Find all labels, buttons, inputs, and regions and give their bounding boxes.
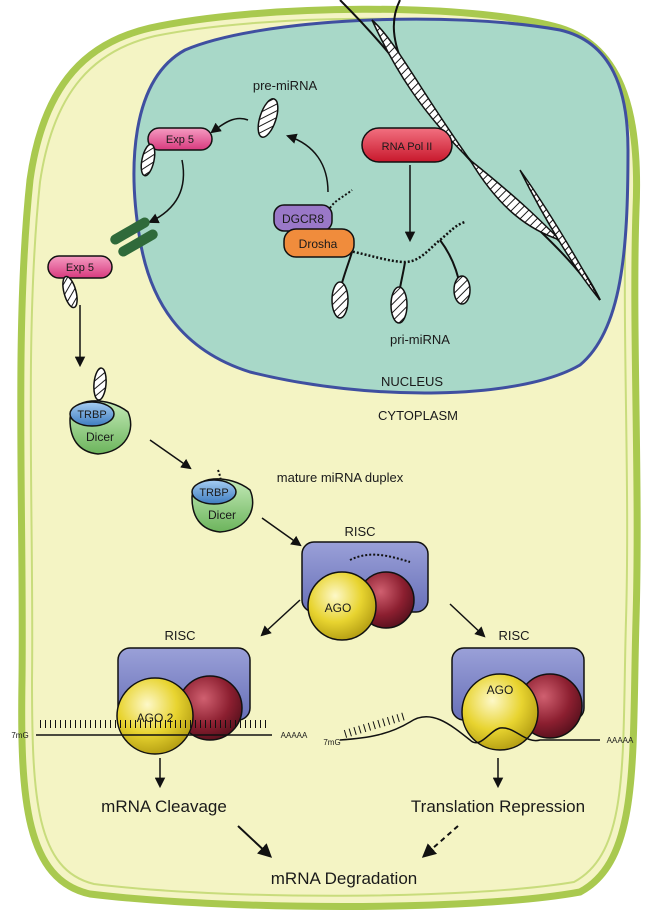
- dicer-complex-1: TRBP Dicer: [69, 367, 132, 455]
- nuclear-pore: [110, 217, 158, 257]
- risc-top-label: RISC: [344, 524, 375, 539]
- dicer-label-2: Dicer: [208, 508, 236, 522]
- mrna-strand-right: [339, 712, 600, 744]
- risc-complex-right: AGO: [451, 647, 585, 751]
- dna-helix: [339, 0, 601, 301]
- arrow-cleavage-to-degradation: [237, 825, 273, 858]
- ago-top-label: AGO: [325, 601, 352, 615]
- dicer-complex-2: TRBP Dicer: [191, 469, 254, 533]
- pre-mirna-nuclear: [257, 98, 279, 138]
- risc-complex-top: AGO: [301, 541, 429, 641]
- pre-mirna-label: pre-miRNA: [253, 78, 318, 93]
- pri-mirna-transcript: [331, 220, 471, 324]
- cytoplasm-label: CYTOPLASM: [378, 408, 458, 423]
- cleavage-label: mRNA Cleavage: [101, 797, 227, 816]
- drosha-label: Drosha: [299, 237, 338, 251]
- trbp-label-2: TRBP: [199, 487, 228, 499]
- ago-right-label: AGO: [487, 683, 514, 697]
- arrow-repression-to-degradation: [421, 825, 459, 858]
- dgcr8-label: DGCR8: [282, 212, 324, 226]
- cap-left-label: 7mG: [11, 731, 28, 740]
- arrow-risc-to-right: [449, 603, 486, 638]
- rna-pol-ii-label: RNA Pol II: [382, 141, 433, 153]
- microprocessor-complex: DGCR8 Drosha: [273, 189, 355, 258]
- dicer-label-1: Dicer: [86, 430, 114, 444]
- arrow-risc-to-left: [260, 599, 301, 637]
- exportin-5-cytoplasmic: Exp 5: [47, 255, 113, 309]
- pri-mirna-label: pri-miRNA: [390, 332, 450, 347]
- exp5-left-label: Exp 5: [66, 262, 94, 274]
- arrow-drosha-to-pre: [286, 133, 329, 193]
- arrow-dicer1-to-dicer2: [149, 439, 192, 470]
- degradation-label: mRNA Degradation: [271, 869, 417, 888]
- exportin-5-nuclear: Exp 5: [140, 127, 213, 177]
- mrna-strand-left: [36, 720, 272, 736]
- polya-left-label: AAAAA: [281, 731, 308, 740]
- arrow-dicer2-to-risc: [261, 517, 302, 547]
- risc-right-label: RISC: [498, 628, 529, 643]
- exp5-top-label: Exp 5: [166, 134, 194, 146]
- arrow-pre-to-exp5: [210, 117, 249, 134]
- cap-right-label: 7mG: [323, 738, 340, 747]
- polya-right-label: AAAAA: [607, 736, 634, 745]
- rna-pol-ii: RNA Pol II: [361, 127, 453, 163]
- mature-mirna-label: mature miRNA duplex: [277, 470, 404, 485]
- arrow-exp5-to-pore: [148, 159, 185, 224]
- nucleus-envelope: [132, 17, 630, 395]
- repression-label: Translation Repression: [411, 797, 585, 816]
- trbp-label-1: TRBP: [77, 409, 106, 421]
- risc-left-label: RISC: [164, 628, 195, 643]
- nucleus-label: NUCLEUS: [381, 374, 443, 389]
